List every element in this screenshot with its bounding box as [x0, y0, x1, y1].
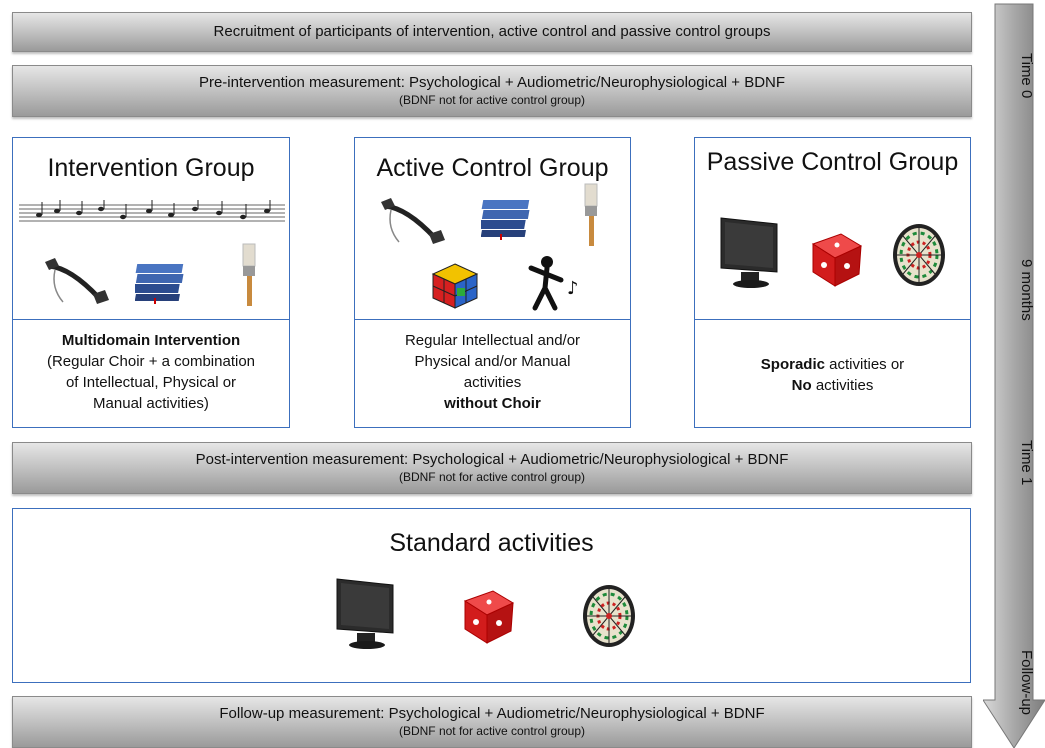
- intervention-desc-line: of Intellectual, Physical or: [65, 374, 237, 391]
- intervention-divider: [13, 319, 289, 320]
- pre-intervention-note: (BDNF not for active control group): [398, 93, 586, 107]
- passive-control-group-title: Passive Control Group: [706, 148, 959, 176]
- books-icon: [135, 264, 184, 304]
- rubiks-cube-icon: [431, 263, 479, 309]
- intervention-group-title: Intervention Group: [47, 154, 255, 182]
- follow-up-bar: Follow-up measurement: Psychological + A…: [12, 696, 972, 748]
- passive-divider: [695, 319, 970, 320]
- dice-icon: [463, 590, 515, 644]
- intervention-group-box: Intervention Group: [12, 137, 290, 428]
- exercise-spring-icon: [381, 198, 445, 244]
- active-desc-bold: without Choir: [444, 395, 541, 412]
- recruitment-text: Recruitment of participants of intervent…: [213, 23, 771, 40]
- pre-intervention-bar: Pre-intervention measurement: Psychologi…: [12, 65, 972, 117]
- active-control-group-title: Active Control Group: [376, 154, 609, 182]
- passive-desc-bold-2: No: [791, 377, 812, 394]
- dancer-icon: ♪: [528, 256, 579, 311]
- active-desc-line: Regular Intellectual and/or: [404, 332, 581, 349]
- post-intervention-bar: Post-intervention measurement: Psycholog…: [12, 442, 972, 494]
- intervention-desc-bold: Multidomain Intervention: [61, 332, 241, 349]
- paintbrush-icon: [584, 183, 598, 246]
- passive-desc-bold-1: Sporadic: [760, 356, 825, 373]
- monitor-icon: [720, 217, 778, 288]
- follow-up-note: (BDNF not for active control group): [398, 724, 586, 738]
- standard-activities-box: Standard activities: [12, 508, 971, 683]
- standard-activities-title: Standard activities: [389, 529, 594, 557]
- active-description: Regular Intellectual and/or Physical and…: [355, 330, 630, 414]
- timeline-arrow: [983, 3, 1045, 748]
- nine-months-label: 9 months: [1018, 259, 1035, 321]
- exercise-spring-icon: [45, 258, 109, 304]
- passive-control-group-box: Passive Control Group Sporadic activitie…: [694, 137, 971, 428]
- monitor-icon: [336, 578, 394, 649]
- books-icon: [481, 200, 530, 240]
- post-intervention-note: (BDNF not for active control group): [398, 470, 586, 484]
- paintbrush-icon: [242, 243, 256, 306]
- recruitment-bar: Recruitment of participants of intervent…: [12, 12, 972, 52]
- dice-icon: [811, 233, 863, 287]
- follow-up-text: Follow-up measurement: Psychological + A…: [219, 705, 765, 722]
- dartboard-icon: [583, 585, 635, 647]
- active-control-group-box: Active Control Group ♪ Regular Intellect…: [354, 137, 631, 428]
- post-intervention-text: Post-intervention measurement: Psycholog…: [195, 451, 789, 468]
- intervention-description: Multidomain Intervention (Regular Choir …: [13, 330, 289, 414]
- follow-up-label: Follow-up: [1018, 650, 1035, 716]
- intervention-desc-line: (Regular Choir + a combination: [46, 353, 256, 370]
- music-staff-icon: [19, 200, 285, 222]
- time-1-label: Time 1: [1018, 440, 1035, 486]
- time-0-label: Time 0: [1018, 53, 1035, 99]
- active-divider: [355, 319, 630, 320]
- svg-text:♪: ♪: [567, 278, 579, 299]
- active-desc-line: activities: [463, 374, 522, 391]
- pre-intervention-text: Pre-intervention measurement: Psychologi…: [198, 74, 786, 91]
- dartboard-icon: [893, 224, 945, 286]
- intervention-desc-line: Manual activities): [93, 395, 209, 412]
- passive-description: Sporadic activities or No activities: [695, 354, 970, 396]
- active-desc-line: Physical and/or Manual: [414, 353, 571, 370]
- passive-desc-rest-1: activities or: [824, 356, 905, 373]
- passive-desc-rest-2: activities: [811, 377, 874, 394]
